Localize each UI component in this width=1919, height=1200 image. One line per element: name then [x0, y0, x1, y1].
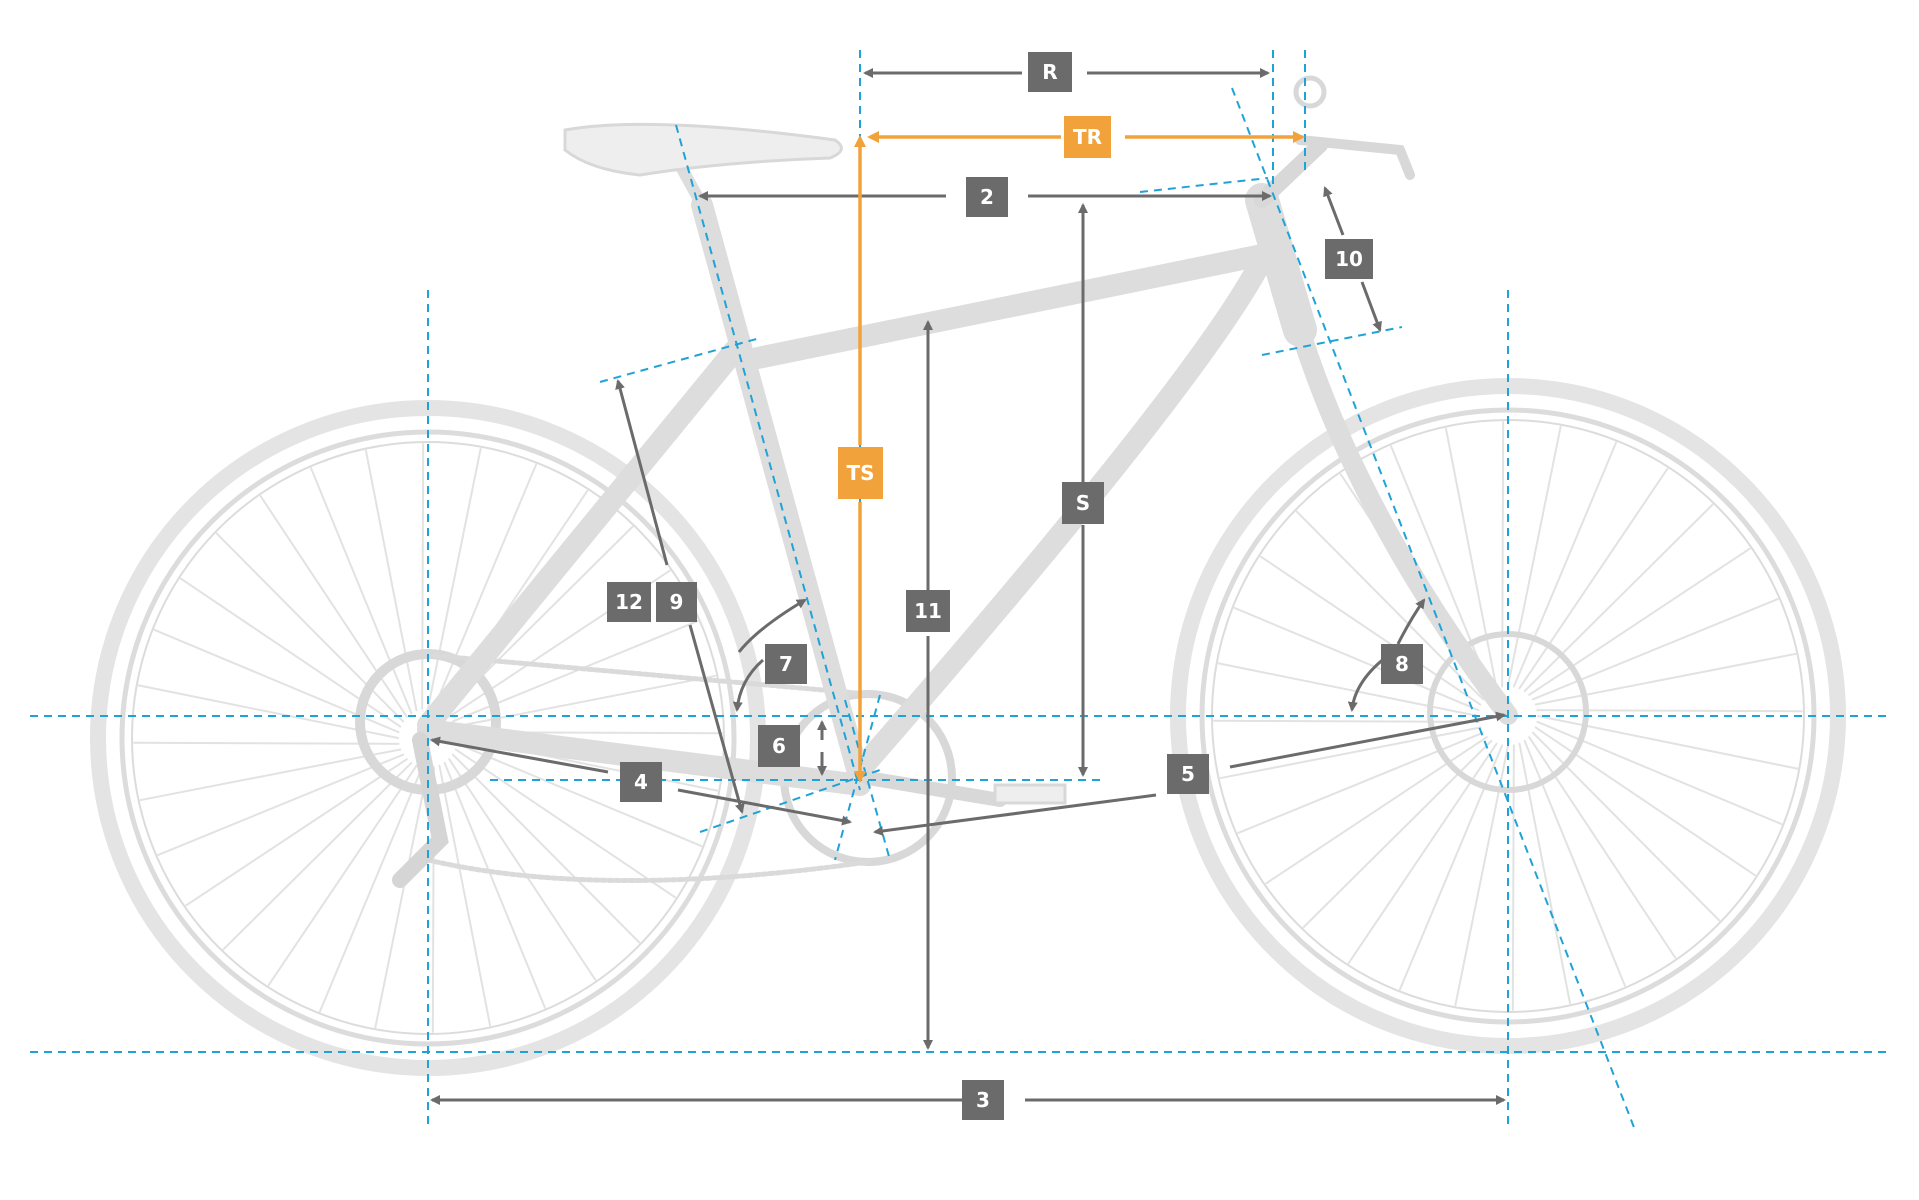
seatstay — [417, 339, 746, 736]
spoke — [421, 443, 425, 710]
spoke — [1536, 720, 1783, 826]
arrow-9-down — [688, 624, 745, 814]
arrow-10-down — [1360, 281, 1382, 332]
spoke — [1536, 709, 1803, 713]
spoke — [374, 767, 429, 1029]
label-3: 3 — [962, 1080, 1004, 1120]
handlebar — [1295, 135, 1415, 180]
arrow-8-upper — [1396, 598, 1426, 645]
arrow-4-right — [677, 788, 852, 826]
spoke — [1528, 547, 1751, 696]
seat-tube-axis — [675, 124, 861, 791]
spoke — [448, 758, 597, 981]
chain-top — [425, 652, 871, 697]
spoke — [185, 758, 408, 907]
top-tube — [737, 244, 1273, 371]
label-r: R — [1028, 52, 1072, 92]
orange-dimension-arrows — [854, 131, 1305, 783]
arrow-5-left — [873, 793, 1157, 836]
spoke — [1531, 598, 1779, 701]
spoke — [1512, 441, 1618, 688]
arrow-10-up — [1323, 186, 1345, 236]
chainstay — [417, 719, 871, 796]
spoke — [443, 761, 546, 1009]
crank-arm — [861, 771, 1007, 807]
label-6: 6 — [758, 725, 800, 767]
bar-end — [1293, 75, 1327, 109]
spoke — [1523, 503, 1714, 693]
chain-bottom — [425, 857, 871, 883]
spoke — [454, 748, 677, 899]
rear-derailleur — [392, 732, 449, 888]
dimension-arrows — [430, 68, 1506, 1105]
spoke — [456, 742, 703, 848]
arrow-7-lower — [732, 658, 764, 712]
spoke — [1534, 652, 1797, 706]
down-tube — [849, 249, 1273, 781]
spoke — [267, 764, 418, 987]
spoke — [1390, 445, 1493, 693]
spoke — [432, 463, 538, 710]
steering-axis — [1231, 87, 1636, 1131]
spoke — [1295, 510, 1485, 701]
label-5: 5 — [1167, 754, 1209, 794]
spoke — [364, 449, 418, 712]
spoke — [1259, 555, 1482, 706]
label-tr: TR — [1064, 116, 1111, 158]
arrow-5-right — [1229, 711, 1506, 769]
label-11: 11 — [906, 590, 950, 632]
label-4: 4 — [620, 762, 662, 802]
arrow-4-left — [430, 736, 609, 774]
label-9: 9 — [656, 582, 697, 622]
spoke — [1501, 421, 1505, 688]
frame — [417, 159, 1518, 796]
spoke — [133, 741, 400, 745]
spoke — [427, 447, 482, 709]
arrow-7-upper — [737, 598, 807, 653]
spoke — [1537, 715, 1799, 770]
spoke — [1507, 425, 1562, 687]
spoke — [451, 753, 641, 944]
spoke — [1213, 719, 1480, 723]
pedal — [993, 783, 1067, 805]
spoke — [318, 766, 424, 1013]
bb-tick — [699, 769, 881, 833]
spoke — [137, 684, 399, 739]
spoke — [222, 761, 413, 951]
saddle — [563, 122, 843, 177]
spoke — [139, 748, 402, 802]
arrow-12-up — [615, 379, 669, 566]
label-12: 12 — [607, 582, 651, 622]
head-top-tick — [1139, 177, 1269, 193]
spoke — [157, 753, 405, 856]
stem — [1254, 137, 1328, 208]
label-10: 10 — [1325, 239, 1373, 279]
spoke — [1518, 467, 1669, 690]
spoke — [310, 467, 413, 715]
label-8: 8 — [1381, 644, 1423, 684]
spoke — [1444, 427, 1498, 690]
fork — [1290, 320, 1518, 725]
label-s: S — [1062, 482, 1104, 524]
spoke — [259, 495, 408, 718]
label-2: 2 — [966, 177, 1008, 217]
spoke — [1219, 726, 1482, 780]
seat-tube — [691, 194, 871, 791]
spoke — [438, 764, 492, 1027]
head-tube — [1245, 183, 1317, 347]
label-ts: TS — [838, 447, 883, 499]
spoke — [1217, 662, 1479, 717]
label-7: 7 — [765, 644, 807, 684]
spoke — [1233, 606, 1480, 712]
